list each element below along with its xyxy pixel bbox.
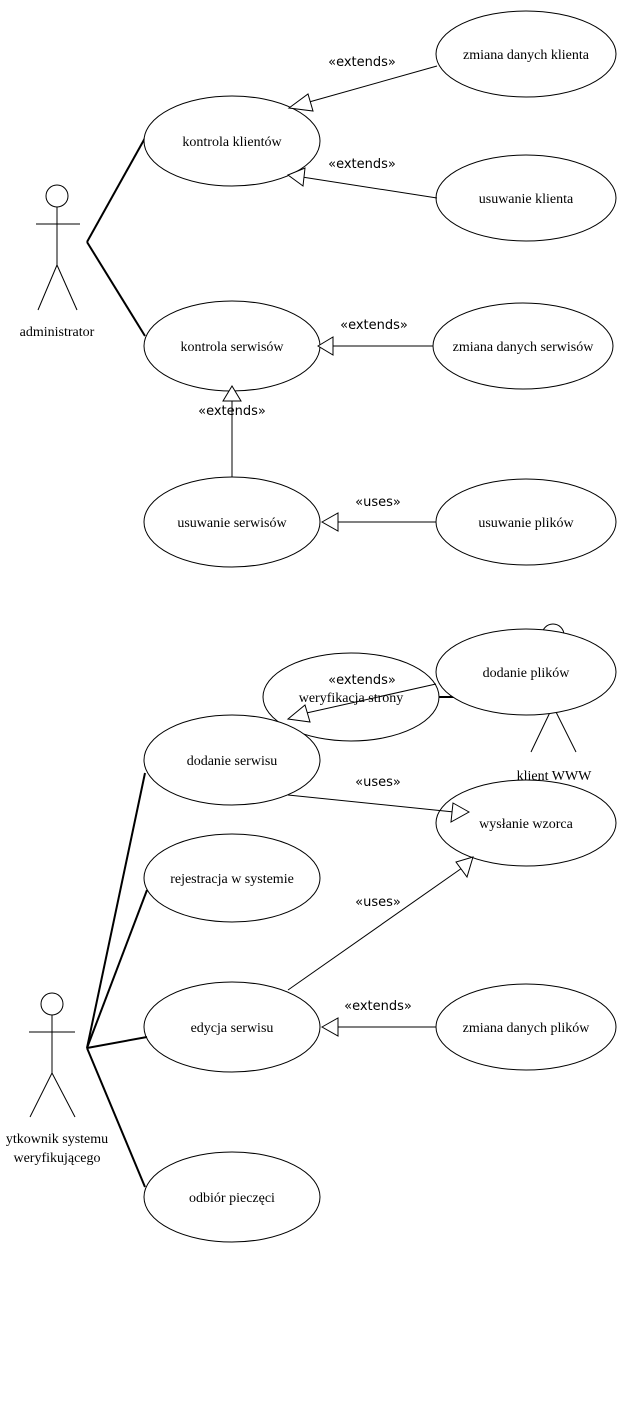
usecase-usuwanie-serwisow[interactable]: usuwanie serwisów	[143, 476, 321, 568]
usecase-kontrola-serwisow[interactable]: kontrola serwisów	[143, 300, 321, 392]
usecase-kontrola-klientow[interactable]: kontrola klientów	[143, 95, 321, 187]
usecase-usuwanie-serwisow-label: usuwanie serwisów	[177, 516, 287, 531]
extends-arrowhead-usuwanie-serwisow	[222, 385, 242, 402]
usecase-kontrola-klientow-label: kontrola klientów	[182, 135, 282, 150]
extends-arrowhead-zmiana-serwisow	[317, 336, 334, 356]
usecase-dodanie-plikow-label: dodanie plików	[483, 666, 571, 681]
usecase-zmiana-danych-klienta-label: zmiana danych klienta	[463, 48, 590, 63]
extends-label-zmiana-serwisow: «extends»	[340, 318, 408, 333]
usecase-kontrola-serwisow-label: kontrola serwisów	[180, 340, 284, 355]
usecase-edycja-serwisu-label: edycja serwisu	[191, 1021, 274, 1036]
uses-line-edycja-serwisu	[287, 867, 463, 991]
extends-arrowhead-dodanie-plikow	[286, 704, 311, 723]
extends-line-zmiana-klienta	[301, 65, 438, 105]
extends-label-usuwanie-serwisow: «extends»	[198, 404, 266, 419]
assoc-user-dodanie-serwisu	[86, 772, 146, 1049]
extends-label-usuwanie-klienta: «extends»	[328, 157, 396, 172]
actor-uzytkownik	[29, 992, 76, 1118]
usecase-zmiana-danych-plikow-label: zmiana danych plików	[463, 1021, 591, 1036]
assoc-user-odbior	[86, 1047, 146, 1188]
usecase-wyslanie-wzorca-label: wysłanie wzorca	[479, 817, 573, 832]
usecase-dodanie-serwisu-label: dodanie serwisu	[187, 754, 278, 769]
assoc-user-rejestracja	[86, 889, 148, 1049]
extends-line-usuwanie-klienta	[301, 176, 438, 199]
usecase-zmiana-danych-serwisow[interactable]: zmiana danych serwisów	[432, 302, 614, 390]
uses-arrowhead-dodanie-serwisu	[450, 802, 471, 823]
usecase-rejestracja[interactable]: rejestracja w systemie	[143, 833, 321, 923]
uses-label-dodanie-serwisu: «uses»	[355, 775, 401, 790]
usecase-zmiana-danych-plikow[interactable]: zmiana danych plików	[435, 983, 617, 1071]
usecase-usuwanie-klienta[interactable]: usuwanie klienta	[435, 154, 617, 242]
actor-uzytkownik-label-line2: weryfikującego	[13, 1151, 100, 1166]
uses-arrowhead-edycja-serwisu	[455, 856, 474, 879]
usecase-usuwanie-plikow-label: usuwanie plików	[478, 516, 574, 531]
usecase-zmiana-danych-serwisow-label: zmiana danych serwisów	[453, 340, 595, 355]
extends-line-dodanie-plikow	[301, 683, 437, 715]
usecase-wyslanie-wzorca[interactable]: wysłanie wzorca	[435, 779, 617, 867]
usecase-usuwanie-plikow[interactable]: usuwanie plików	[435, 478, 617, 566]
uses-label-edycja-serwisu: «uses»	[355, 895, 401, 910]
extends-label-zmiana-klienta: «extends»	[328, 55, 396, 70]
usecase-weryfikacja-strony-label: weryfikacja strony	[299, 691, 404, 706]
actor-administrator	[36, 184, 80, 311]
extends-arrowhead-zmiana-klienta	[287, 93, 314, 112]
uses-label-usuwanie-plikow: «uses»	[355, 495, 401, 510]
uses-line-dodanie-serwisu	[287, 794, 455, 813]
extends-arrowhead-zmiana-plikow	[320, 1017, 339, 1037]
usecase-dodanie-serwisu[interactable]: dodanie serwisu	[143, 714, 321, 806]
usecase-odbior-pieczeci-label: odbiór pieczęci	[189, 1191, 275, 1206]
actor-uzytkownik-label-line1: ytkownik systemu	[6, 1132, 108, 1147]
extends-label-dodanie-plikow: «extends»	[328, 673, 396, 688]
assoc-admin-kontrola-serwisow	[86, 241, 146, 337]
usecase-rejestracja-label: rejestracja w systemie	[170, 872, 294, 887]
extends-arrowhead-usuwanie-klienta	[286, 167, 306, 187]
actor-administrator-label: administrator	[20, 325, 95, 340]
usecase-odbior-pieczeci[interactable]: odbiór pieczęci	[143, 1151, 321, 1243]
assoc-user-edycja	[86, 1036, 148, 1049]
usecase-dodanie-plikow[interactable]: dodanie plików	[435, 628, 617, 716]
uses-arrowhead-usuwanie-plikow	[320, 512, 339, 532]
extends-label-zmiana-plikow: «extends»	[344, 999, 412, 1014]
usecase-usuwanie-klienta-label: usuwanie klienta	[479, 192, 574, 207]
usecase-zmiana-danych-klienta[interactable]: zmiana danych klienta	[435, 10, 617, 98]
assoc-admin-kontrola-klientow	[86, 137, 146, 243]
usecase-edycja-serwisu[interactable]: edycja serwisu	[143, 981, 321, 1073]
